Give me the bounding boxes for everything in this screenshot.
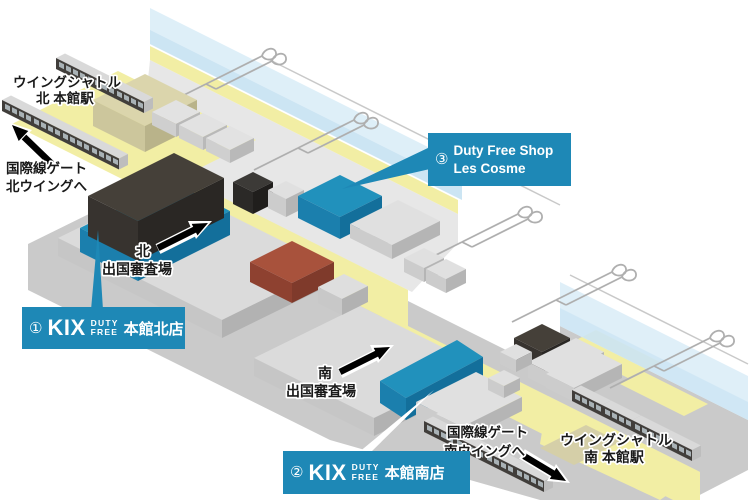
north-station-label-line1: ウイングシャトル — [13, 74, 121, 90]
shop1-name: 本館北店 — [123, 320, 184, 338]
south-gate-label-line1: 国際線ゲート — [447, 424, 528, 440]
callout-shop-honkan-north[interactable]: ① KIX DUTY FREE 本館北店 — [22, 307, 185, 349]
duty-free-logo: DUTY FREE — [90, 317, 119, 338]
south-immigration-label-line1: 南 — [318, 365, 332, 381]
south-station-label-line1: ウイングシャトル — [560, 432, 672, 448]
shop2-number-icon: ② — [290, 464, 304, 481]
gray-kiosks-north — [152, 100, 254, 163]
callout-pointer-shop2 — [358, 390, 434, 453]
south-station-platform — [540, 425, 620, 465]
duty-free-logo-top: DUTY — [90, 317, 119, 328]
callout-shop-les-cosme[interactable]: ③ Duty Free Shop Les Cosme — [428, 133, 571, 186]
north-gate-label-line1: 国際線ゲート — [6, 160, 87, 176]
shop3-name: Duty Free Shop Les Cosme — [453, 142, 553, 177]
gray-kiosk-pair — [404, 248, 466, 293]
shop2-name: 本館南店 — [384, 465, 445, 482]
south-glass-wall — [560, 282, 748, 420]
callout-pointer-shop3 — [342, 147, 430, 189]
kix-logo: KIX — [308, 459, 347, 485]
duty-free-logo-top: DUTY — [351, 462, 380, 473]
arrow-south-immigration — [337, 345, 394, 378]
south-station-buildings — [488, 324, 622, 465]
duty-free-logo-bottom: FREE — [90, 327, 119, 337]
duty-free-logo: DUTY FREE — [351, 462, 380, 482]
red-building — [250, 241, 368, 315]
shop3-name-line2: Les Cosme — [453, 160, 526, 176]
duty-free-logo-bottom: FREE — [351, 471, 380, 482]
north-station-label-line2: 北 本館駅 — [36, 90, 94, 106]
north-gate-label-line2: 北ウイングへ — [6, 178, 87, 194]
shop-honkan-north[interactable] — [80, 153, 230, 281]
shop3-name-line1: Duty Free Shop — [453, 142, 554, 158]
callout-shop-honkan-south[interactable]: ② KIX DUTY FREE 本館南店 — [283, 451, 470, 494]
north-immigration-label-line1: 北 — [136, 243, 150, 259]
callout-pointer-shop1 — [91, 230, 103, 310]
kix-logo: KIX — [47, 315, 86, 340]
arrow-south-gate — [519, 449, 570, 483]
gray-shops-east-of-les-cosme — [350, 200, 440, 259]
south-station-label-line2: 南 本館駅 — [584, 449, 645, 465]
north-immigration-label-line2: 出国審査場 — [102, 261, 172, 277]
arrow-north-gate — [8, 122, 58, 171]
direction-arrows — [8, 122, 570, 483]
shop3-number-icon: ③ — [435, 151, 449, 168]
map-labels: ウイングシャトル 北 本館駅 国際線ゲート 北ウイングへ 北 出国審査場 南 出… — [4, 72, 673, 466]
shop1-number-icon: ① — [29, 319, 43, 337]
south-immigration-label-line2: 出国審査場 — [286, 383, 356, 399]
arrow-north-immigration — [155, 221, 212, 254]
